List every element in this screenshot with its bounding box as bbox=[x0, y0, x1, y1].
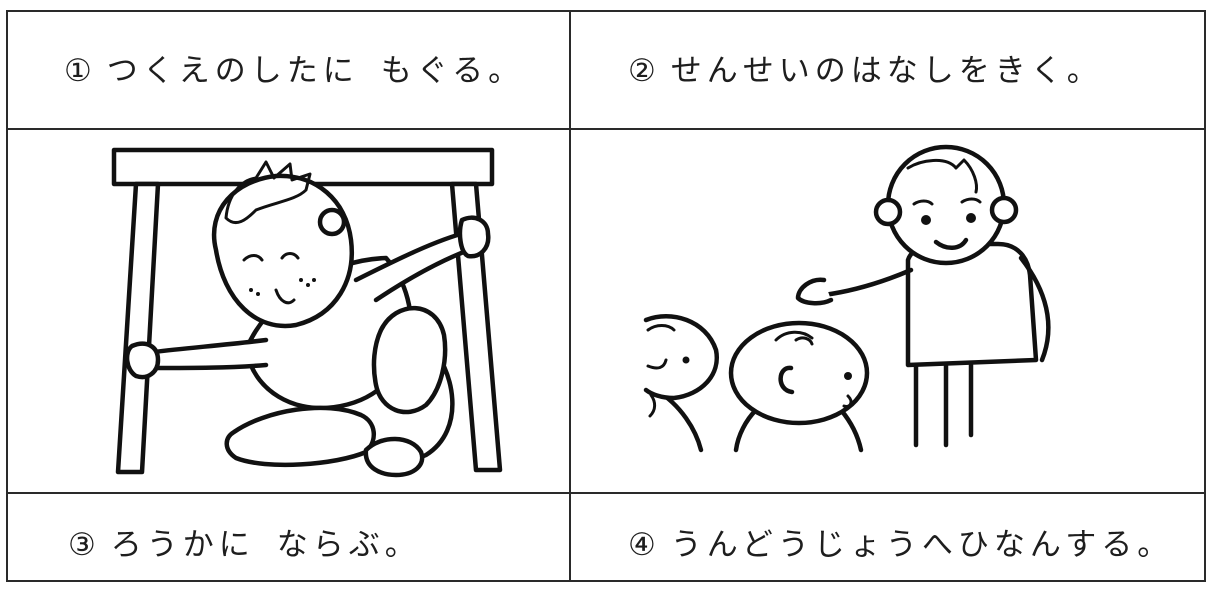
table-border-bottom bbox=[6, 580, 1206, 582]
table-divider-upper bbox=[6, 128, 1206, 130]
caption-1-number: ① bbox=[64, 53, 97, 89]
teacher-mouth bbox=[933, 237, 969, 250]
caption-4-number: ④ bbox=[628, 527, 661, 563]
teacher-hand bbox=[795, 277, 834, 306]
child-center-body bbox=[733, 407, 759, 453]
caption-4-text-a: うんどうじょうへひなんする。 bbox=[670, 527, 1174, 563]
child-head bbox=[211, 173, 354, 329]
desk-leg-left bbox=[115, 181, 161, 475]
teacher-ear-right bbox=[989, 195, 1019, 225]
child-hair bbox=[224, 160, 312, 224]
child-hand-left bbox=[124, 341, 161, 380]
caption-2-text-a: せんせいのはなしをきく。 bbox=[670, 53, 1103, 89]
teacher-ear-left bbox=[873, 197, 903, 227]
child-hand-right bbox=[457, 215, 491, 259]
child-shoe bbox=[363, 436, 425, 478]
table-divider-vertical bbox=[569, 10, 571, 582]
child-ear bbox=[317, 207, 347, 237]
table-divider-lower bbox=[6, 492, 1206, 494]
table-border-left bbox=[6, 10, 8, 582]
table-border-right bbox=[1204, 10, 1206, 582]
caption-1-text-b: もぐる。 bbox=[380, 53, 525, 89]
caption-3-text-b: ならぶ。 bbox=[276, 527, 421, 563]
caption-2-number: ② bbox=[628, 53, 661, 89]
child-center-head bbox=[728, 320, 870, 426]
child-arm-left bbox=[151, 337, 269, 371]
caption-3-text-a: ろうかに bbox=[110, 527, 255, 563]
teacher-arm bbox=[821, 267, 914, 298]
caption-3-number: ③ bbox=[68, 527, 101, 563]
child-left-head bbox=[643, 314, 720, 401]
child-under-desk-illustration bbox=[111, 147, 503, 478]
teacher-speaking-to-children-illustration bbox=[643, 144, 1051, 453]
caption-1-text-a: つくえのしたに bbox=[106, 53, 359, 89]
teacher-hair bbox=[906, 158, 978, 194]
child-knee bbox=[371, 305, 448, 415]
table-border-top bbox=[6, 10, 1206, 12]
